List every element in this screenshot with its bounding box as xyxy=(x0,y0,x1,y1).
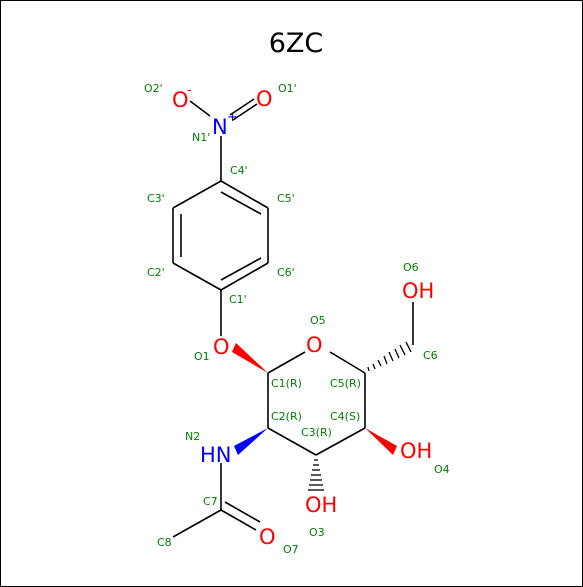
label-c5: C5(R) xyxy=(330,377,361,390)
label-o1: O1 xyxy=(194,350,210,363)
bond-c7-o7-double xyxy=(224,501,261,523)
diagram-title: 6ZC xyxy=(269,28,324,59)
wedge-c2-n2 xyxy=(234,428,268,455)
bonds xyxy=(172,98,414,538)
hash-c3-o3 xyxy=(308,459,324,491)
atom-o2prime: O xyxy=(172,88,189,112)
label-n2: N2 xyxy=(185,430,200,443)
label-c4prime: C4' xyxy=(230,164,248,177)
label-o4: O4 xyxy=(434,463,450,476)
label-n1prime: N1' xyxy=(192,131,210,144)
bond-c2-c1 xyxy=(172,262,222,291)
bond-c4-c3 xyxy=(315,427,366,456)
bond-o5-c5 xyxy=(329,351,366,374)
atom-n2: HN xyxy=(200,443,232,467)
label-o3: O3 xyxy=(309,526,325,539)
label-o5: O5 xyxy=(310,314,326,327)
bond-c4-c5-inner xyxy=(220,191,262,215)
label-c6prime: C6' xyxy=(277,266,295,279)
atom-labels: O2' O1' N1' C4' C3' C5' C2' C6' C1' O6 O… xyxy=(144,82,450,556)
wedge-c4-o4 xyxy=(365,428,397,455)
label-c4: C4(S) xyxy=(330,410,360,423)
bond-o2-n1 xyxy=(189,100,211,117)
bond-c7-o7 xyxy=(220,509,257,531)
label-o1prime: O1' xyxy=(278,82,297,95)
atom-o1prime: O xyxy=(256,87,273,111)
bond-n1-o1-double xyxy=(232,103,258,121)
bond-c6-c1-inner xyxy=(220,257,262,281)
bond-c4-c5 xyxy=(220,180,269,209)
label-o6: O6 xyxy=(403,261,419,274)
label-c1: C1(R) xyxy=(271,377,302,390)
bond-c2-c3 xyxy=(267,427,317,456)
label-c2: C2(R) xyxy=(271,410,302,423)
label-c3: C3(R) xyxy=(301,426,332,439)
atom-o3: OH xyxy=(305,493,337,517)
label-c1prime: C1' xyxy=(229,293,247,306)
label-c5prime: C5' xyxy=(277,192,295,205)
label-o7: O7 xyxy=(283,543,299,556)
bond-c1-o5 xyxy=(267,351,306,374)
hash-c5-c6 xyxy=(367,341,412,372)
atom-o6: OH xyxy=(402,279,434,303)
bond-n1-o1 xyxy=(229,98,255,116)
label-c3prime: C3' xyxy=(147,192,165,205)
label-c6: C6 xyxy=(423,349,438,362)
atom-n1prime-charge: + xyxy=(227,110,238,125)
atom-o7: O xyxy=(259,525,276,549)
bond-c4-c3 xyxy=(172,180,222,209)
atom-o4: OH xyxy=(400,439,432,463)
atom-o1: O xyxy=(213,335,230,359)
bond-c7-c8 xyxy=(172,509,222,538)
atom-n1prime: N xyxy=(212,115,228,139)
atom-o5: O xyxy=(306,333,323,357)
label-c8: C8 xyxy=(157,536,172,549)
label-o2prime: O2' xyxy=(144,82,163,95)
bond-c6-c1 xyxy=(220,262,269,291)
wedge-c1-o1 xyxy=(232,343,268,373)
label-c7: C7 xyxy=(203,495,218,508)
label-c2prime: C2' xyxy=(147,266,165,279)
atom-o2prime-charge: - xyxy=(187,83,192,98)
